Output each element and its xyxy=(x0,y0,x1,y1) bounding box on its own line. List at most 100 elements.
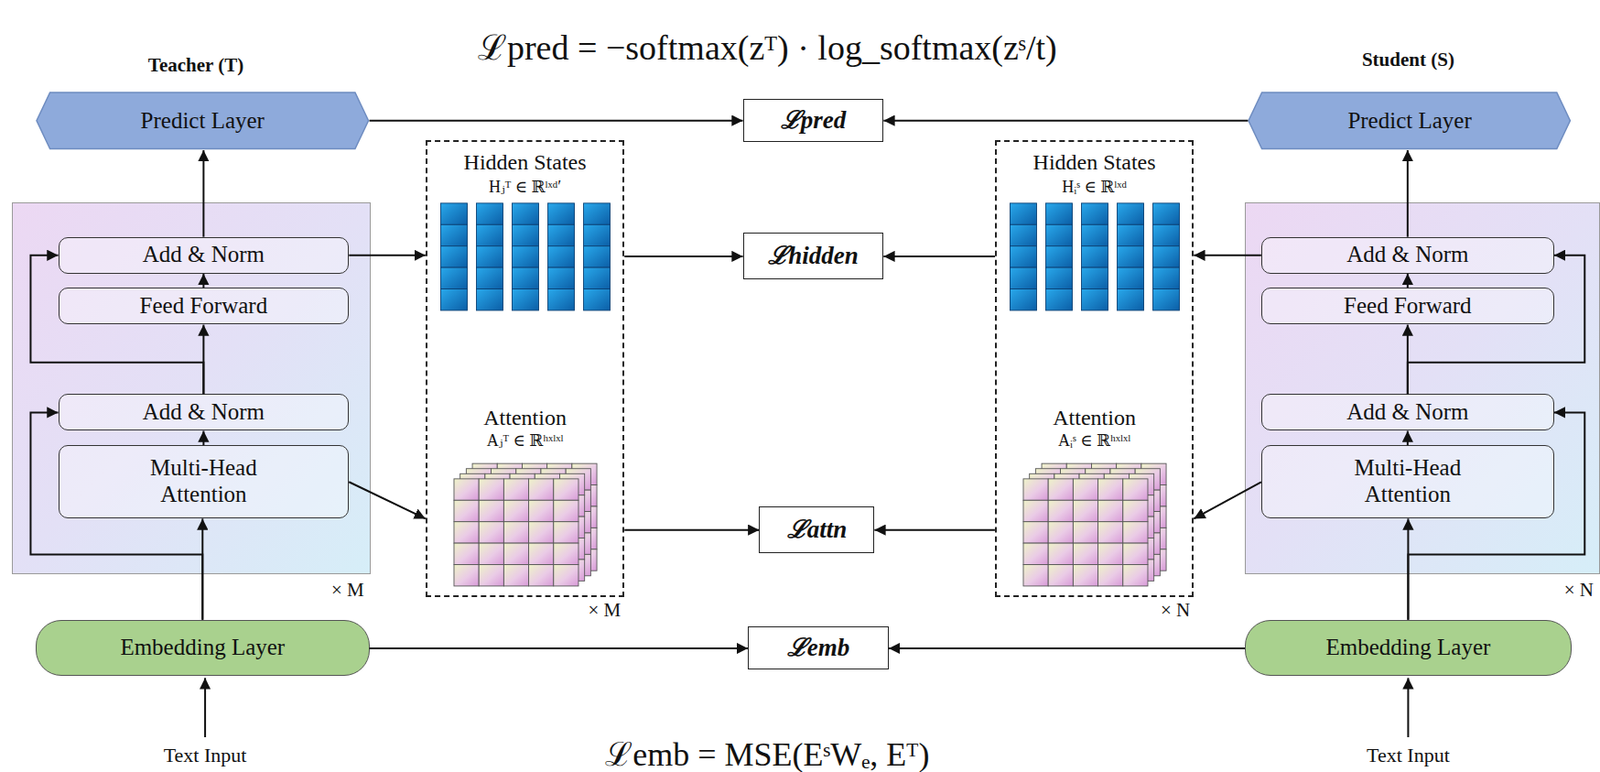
layer-box: Add & Norm xyxy=(58,393,350,431)
feature-illustration xyxy=(427,141,627,599)
attention-cell xyxy=(553,499,579,521)
hidden-cell xyxy=(440,203,467,225)
hidden-cell xyxy=(1081,245,1108,267)
hidden-cell xyxy=(1045,224,1072,246)
hidden-cell xyxy=(1045,203,1072,225)
node-label: Predict Layer xyxy=(140,108,265,135)
caption-label: Text Input xyxy=(163,743,248,768)
connector-arrow xyxy=(624,255,743,258)
connector-arrow xyxy=(201,518,204,619)
node-label: Add & Norm xyxy=(142,399,265,426)
attention-cell xyxy=(528,563,553,585)
hidden-cell xyxy=(1081,203,1108,225)
attention-cell xyxy=(528,542,553,564)
connector-arrow xyxy=(624,529,759,531)
attention-cell xyxy=(1098,563,1124,585)
connector-arrow xyxy=(1406,431,1409,446)
attention-cell xyxy=(1048,478,1073,500)
attention-cell xyxy=(553,563,579,585)
attention-cell xyxy=(1123,499,1148,521)
connector-arrow xyxy=(30,411,203,619)
loss-box: ℒhidden xyxy=(743,232,885,280)
node-label: ℒattn xyxy=(787,515,848,544)
connector-arrow xyxy=(30,255,204,395)
hidden-cell xyxy=(1116,203,1144,225)
hidden-cell xyxy=(583,224,610,246)
attention-cell xyxy=(1072,478,1098,500)
hidden-cell xyxy=(1116,245,1144,267)
hexagon-outline xyxy=(36,92,369,150)
attention-cell xyxy=(1123,478,1148,500)
connector-arrow xyxy=(1406,324,1409,395)
hidden-cell xyxy=(1116,267,1144,289)
connector-arrow xyxy=(1406,518,1409,619)
node-label: Embedding Layer xyxy=(119,634,285,661)
hidden-cell xyxy=(547,203,574,225)
transformer-block: × NAdd & NormFeed ForwardAdd & NormMulti… xyxy=(1244,202,1600,574)
connector-arrow xyxy=(348,481,426,519)
hidden-cell xyxy=(547,267,574,289)
group-label: Aᵢˢ ∈ ℝʰˣˡˣˡ xyxy=(1058,431,1131,451)
attention-cell xyxy=(503,542,529,564)
connector-arrow xyxy=(202,273,205,289)
attention-cell xyxy=(454,520,479,542)
hidden-cell xyxy=(1152,267,1179,289)
attention-cell xyxy=(478,478,504,500)
attention-cell xyxy=(1072,499,1098,521)
hidden-cell xyxy=(1152,203,1179,225)
hidden-cell xyxy=(547,288,574,310)
embedding-layer: Embedding Layer xyxy=(1244,619,1572,676)
group-label: × N xyxy=(1564,578,1594,601)
connector-arrow xyxy=(883,119,1248,122)
predict-layer: Predict Layer xyxy=(1247,91,1571,151)
hidden-cell xyxy=(583,267,610,289)
attention-cell xyxy=(1098,499,1124,521)
node-label: Multi-Head Attention xyxy=(125,454,282,509)
node-label: Feed Forward xyxy=(140,292,269,320)
hidden-cell xyxy=(1152,288,1179,310)
attention-cell xyxy=(1048,542,1073,564)
node-label: Add & Norm xyxy=(142,241,265,269)
connector-arrow xyxy=(369,647,749,649)
connector-arrow xyxy=(348,254,426,257)
group-label: × M xyxy=(331,578,365,601)
hexagon-outline xyxy=(1248,92,1570,150)
node-label: Multi-Head Attention xyxy=(1329,454,1486,509)
attention-cell xyxy=(1123,520,1148,542)
attention-cell xyxy=(1072,542,1098,564)
group-label: Hᵢˢ ∈ ℝˡˣᵈ xyxy=(1061,176,1127,196)
hidden-cell xyxy=(511,203,539,225)
attention-cell xyxy=(1098,542,1124,564)
node-label: ℒpred xyxy=(780,106,847,135)
group-label: Hidden States xyxy=(464,150,587,176)
group-label: Attention xyxy=(1052,405,1136,432)
attention-cell xyxy=(1048,499,1073,521)
layer-box: Multi-Head Attention xyxy=(1261,444,1555,519)
connector-arrow xyxy=(1193,254,1262,257)
group-label: Hⱼᵀ ∈ ℝˡˣᵈ′ xyxy=(488,176,562,196)
hidden-cell xyxy=(1009,203,1037,225)
hidden-cell xyxy=(511,288,539,310)
hidden-cell xyxy=(440,267,467,289)
connector-arrow xyxy=(883,255,995,258)
layer-box: Add & Norm xyxy=(1261,393,1555,431)
connector-arrow xyxy=(888,647,1245,649)
attention-cell xyxy=(528,520,553,542)
hidden-cell xyxy=(1009,224,1037,246)
hidden-cell xyxy=(547,245,574,267)
hidden-cell xyxy=(1045,245,1072,267)
hidden-cell xyxy=(1116,288,1144,310)
layer-box: Add & Norm xyxy=(58,237,350,274)
attention-cell xyxy=(1048,563,1073,585)
attention-cell xyxy=(1023,563,1049,585)
attention-cell xyxy=(1023,478,1049,500)
caption-label: Text Input xyxy=(1366,743,1450,768)
loss-box: ℒattn xyxy=(758,506,875,553)
connector-arrow xyxy=(1406,150,1409,238)
node-label: Add & Norm xyxy=(1346,399,1469,426)
attention-cell xyxy=(553,478,579,500)
hidden-cell xyxy=(475,203,503,225)
connector-arrow xyxy=(202,324,205,395)
connector-arrow xyxy=(1193,481,1262,519)
